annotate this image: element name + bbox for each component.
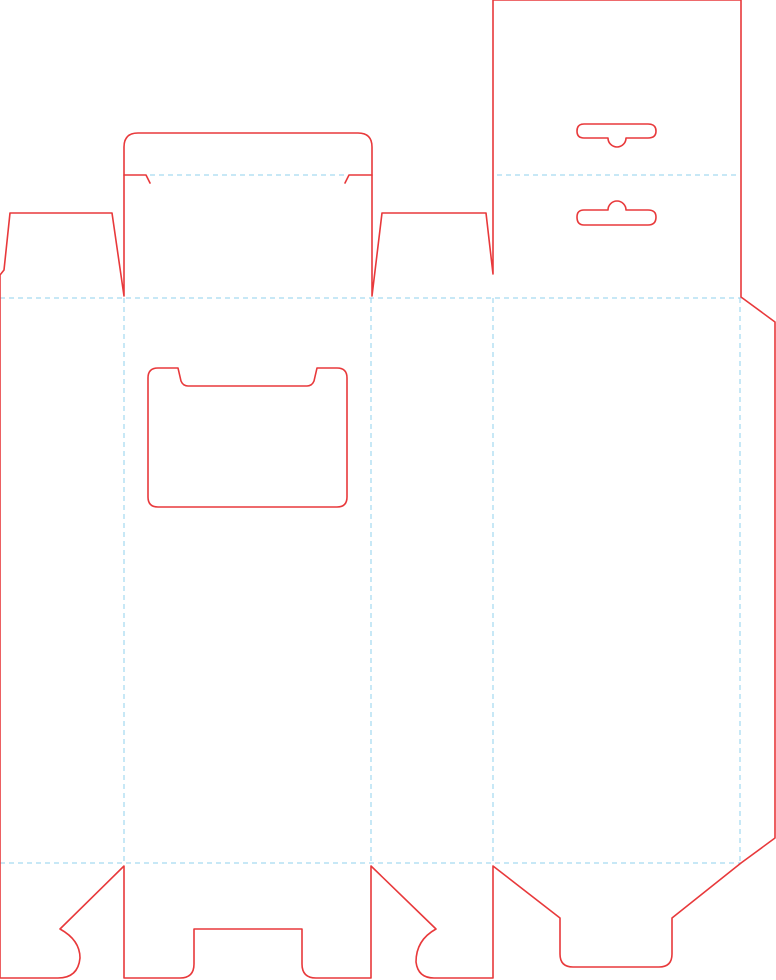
hang-slot-lower[interactable] bbox=[576, 200, 657, 226]
tuck-flap-left-notch bbox=[123, 174, 151, 184]
tuck-flap-right-notch bbox=[344, 174, 373, 184]
hang-slot-upper[interactable] bbox=[576, 123, 657, 148]
fold-lines bbox=[0, 174, 742, 864]
display-window-cutout[interactable] bbox=[147, 367, 348, 508]
